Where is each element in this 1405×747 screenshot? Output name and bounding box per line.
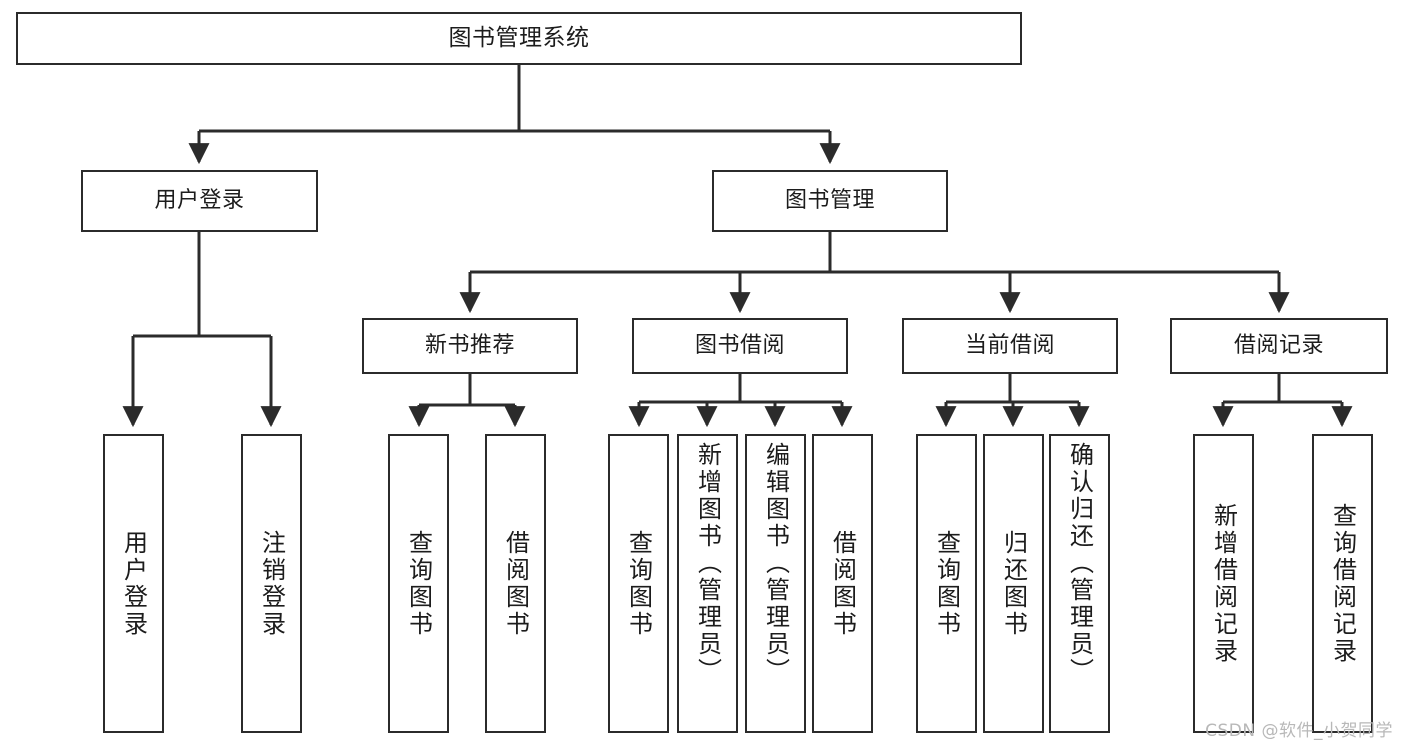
node-label: 查询图书	[932, 529, 961, 638]
node-label: 归还图书	[999, 529, 1028, 638]
node-label: 借阅记录	[1233, 333, 1324, 359]
node-label: 当前借阅	[964, 333, 1055, 359]
leaf-current-borrow-confirm-return-admin[interactable]: 确认归还（管理员）	[1049, 434, 1110, 733]
node-label: 查询借阅记录	[1328, 502, 1357, 665]
node-label: 借阅图书	[828, 529, 857, 638]
leaf-user-login-logout[interactable]: 注销登录	[241, 434, 302, 733]
node-root-book-management-system[interactable]: 图书管理系统	[16, 12, 1022, 65]
node-label: 用户登录	[154, 188, 245, 214]
node-borrow-record[interactable]: 借阅记录	[1170, 318, 1388, 374]
leaf-current-borrow-return-book[interactable]: 归还图书	[983, 434, 1044, 733]
leaf-book-borrow-edit-book-admin[interactable]: 编辑图书（管理员）	[745, 434, 806, 733]
node-book-borrow[interactable]: 图书借阅	[632, 318, 848, 374]
leaf-new-book-query-book[interactable]: 查询图书	[388, 434, 449, 733]
leaf-user-login-login[interactable]: 用户登录	[103, 434, 164, 733]
node-label: 借阅图书	[501, 529, 530, 638]
node-book-management[interactable]: 图书管理	[712, 170, 948, 232]
node-label: 编辑图书（管理员）	[761, 442, 790, 685]
node-label: 查询图书	[404, 529, 433, 638]
node-label: 注销登录	[257, 529, 286, 638]
node-label: 新书推荐	[424, 333, 515, 359]
node-user-login[interactable]: 用户登录	[81, 170, 318, 232]
node-label: 查询图书	[624, 529, 653, 638]
node-label: 图书借阅	[694, 333, 785, 359]
leaf-new-book-borrow-book[interactable]: 借阅图书	[485, 434, 546, 733]
node-label: 用户登录	[119, 529, 148, 638]
csdn-watermark: CSDN @软件_小贺同学	[1205, 721, 1393, 741]
leaf-book-borrow-borrow-book[interactable]: 借阅图书	[812, 434, 873, 733]
node-current-borrow[interactable]: 当前借阅	[902, 318, 1118, 374]
node-label: 图书管理系统	[448, 25, 590, 52]
leaf-current-borrow-query-book[interactable]: 查询图书	[916, 434, 977, 733]
leaf-book-borrow-add-book-admin[interactable]: 新增图书（管理员）	[677, 434, 738, 733]
node-label: 确认归还（管理员）	[1065, 442, 1094, 685]
node-label: 新增图书（管理员）	[693, 442, 722, 685]
node-label: 图书管理	[784, 188, 875, 214]
leaf-book-borrow-query-book[interactable]: 查询图书	[608, 434, 669, 733]
leaf-borrow-record-add-record[interactable]: 新增借阅记录	[1193, 434, 1254, 733]
leaf-borrow-record-query-record[interactable]: 查询借阅记录	[1312, 434, 1373, 733]
node-new-book-recommend[interactable]: 新书推荐	[362, 318, 578, 374]
node-label: 新增借阅记录	[1209, 502, 1238, 665]
